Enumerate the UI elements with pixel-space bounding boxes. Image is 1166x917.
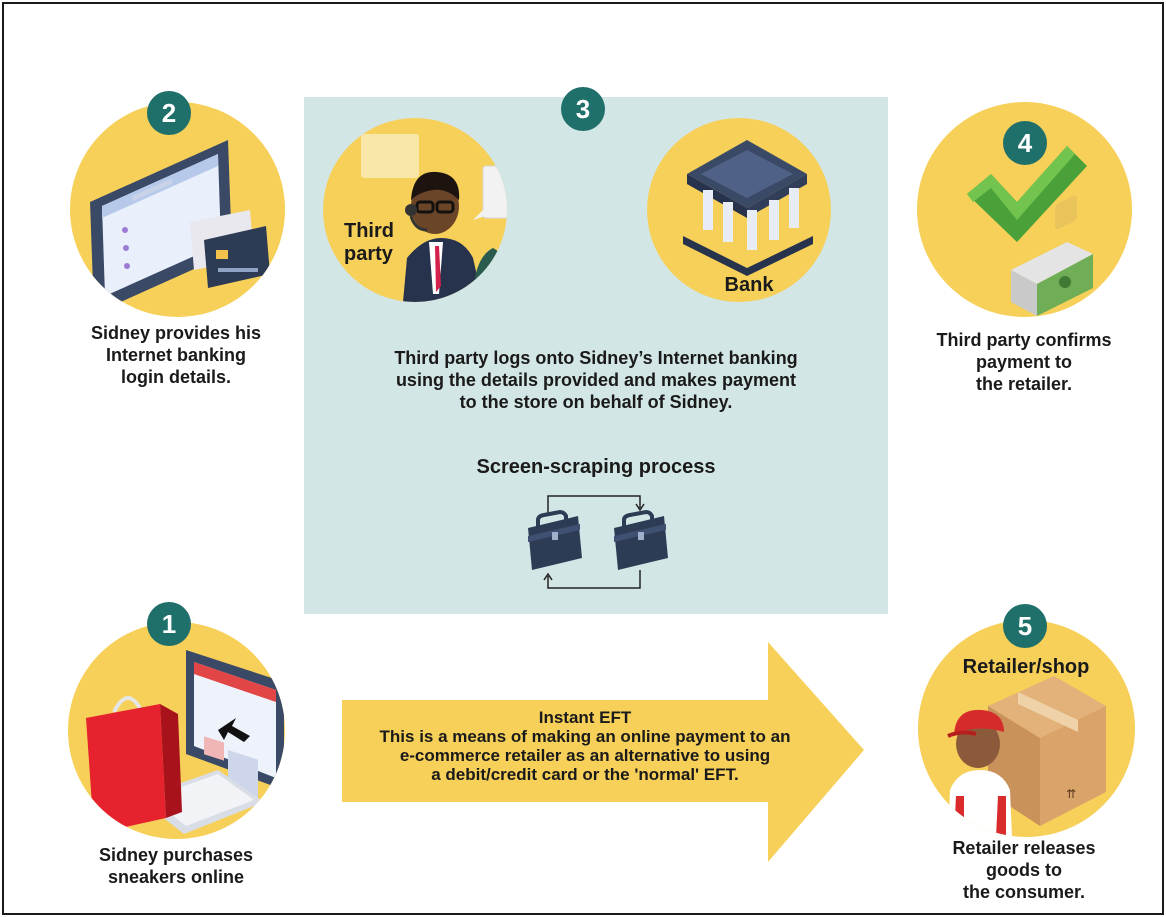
step-4-caption: Third party confirms payment to the reta… <box>936 330 1112 394</box>
briefcase-icon <box>528 509 582 570</box>
process-title: Screen-scraping process <box>476 456 716 478</box>
step-1-badge: 1 <box>147 602 191 646</box>
laptop-card-icon <box>90 140 270 314</box>
arrow-title: Instant EFT <box>538 708 632 727</box>
arrow-text: Instant EFT This is a means of making an… <box>342 708 828 784</box>
step-4-illustration <box>967 146 1093 316</box>
step-5-badge: 5 <box>1003 604 1047 648</box>
briefcase-icon <box>614 509 668 570</box>
retailer-shop-title: Retailer/shop <box>962 656 1090 678</box>
bank-circle <box>647 118 831 302</box>
bank-label: Bank <box>724 274 774 296</box>
step-4-badge: 4 <box>1003 121 1047 165</box>
step-2-circle <box>70 102 285 317</box>
delivery-person-box-icon: ⇈ <box>947 676 1106 837</box>
bank-building-icon <box>683 140 813 276</box>
computer-shopping-bag-icon <box>86 650 284 834</box>
money-stack-icon <box>1011 195 1093 316</box>
cycle-arrows-icon <box>543 495 645 589</box>
step-5-circle: ⇈ <box>918 620 1135 837</box>
step-3-description: Third party logs onto Sidney’s Internet … <box>394 348 798 412</box>
agent-headset-icon <box>361 134 507 302</box>
step-5-caption: Retailer releases goods to the consumer. <box>952 838 1096 902</box>
svg-text:⇈: ⇈ <box>1066 787 1076 801</box>
step-4-circle <box>917 102 1132 317</box>
checkmark-icon <box>967 146 1087 242</box>
third-party-circle <box>323 118 507 302</box>
instant-eft-arrow <box>342 642 864 862</box>
third-party-label: Third party <box>344 220 394 265</box>
screen-scraping-diagram <box>528 495 668 589</box>
step-3-badge: 3 <box>561 87 605 131</box>
step-2-badge: 2 <box>147 91 191 135</box>
step-1-caption: Sidney purchases sneakers online <box>98 845 254 887</box>
step-2-caption: Sidney provides his Internet banking log… <box>90 323 262 387</box>
step-1-circle <box>68 622 285 839</box>
